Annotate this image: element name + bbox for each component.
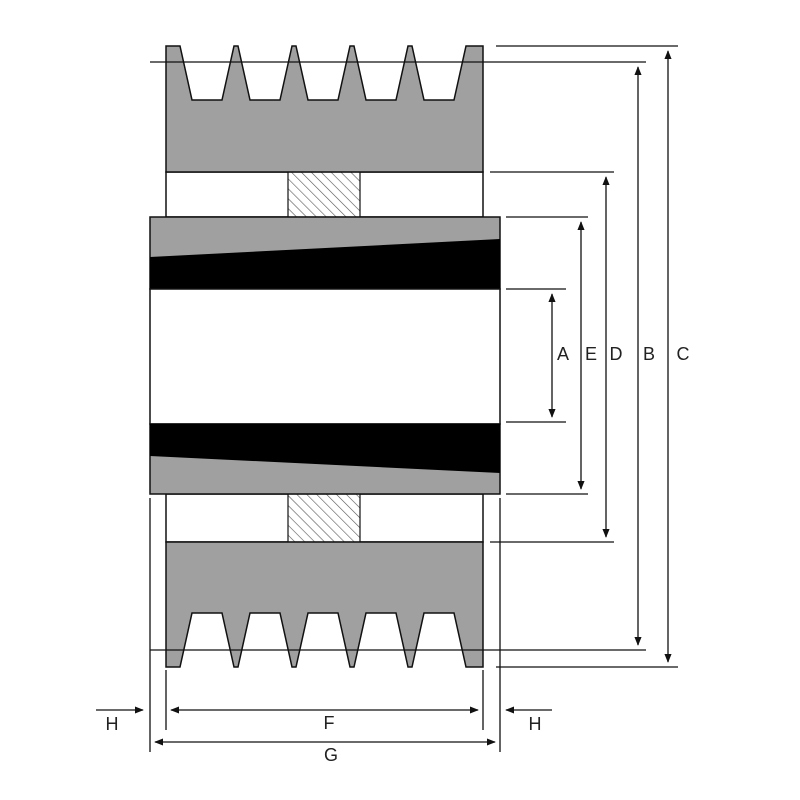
pulley-rim-bottom <box>165 541 484 668</box>
label-bg-c <box>674 340 692 366</box>
label-bg-d <box>607 340 625 366</box>
label-h-left: H <box>106 714 119 734</box>
bushing-taper-top <box>150 239 500 289</box>
label-bg-b <box>640 340 658 366</box>
bore <box>149 288 501 425</box>
label-g: G <box>324 745 338 765</box>
label-f: F <box>324 713 335 733</box>
label-bg-a <box>554 340 572 366</box>
label-d: D <box>610 344 623 364</box>
label-b: B <box>643 344 655 364</box>
key-section-top <box>287 171 361 218</box>
key-section-bottom <box>287 493 361 543</box>
label-c: C <box>677 344 690 364</box>
pulley-rim-top <box>165 45 484 173</box>
bushing-taper-bottom <box>150 424 500 473</box>
label-h-right: H <box>529 714 542 734</box>
label-a: A <box>557 344 569 364</box>
label-e: E <box>585 344 597 364</box>
label-bg-e <box>582 340 600 366</box>
